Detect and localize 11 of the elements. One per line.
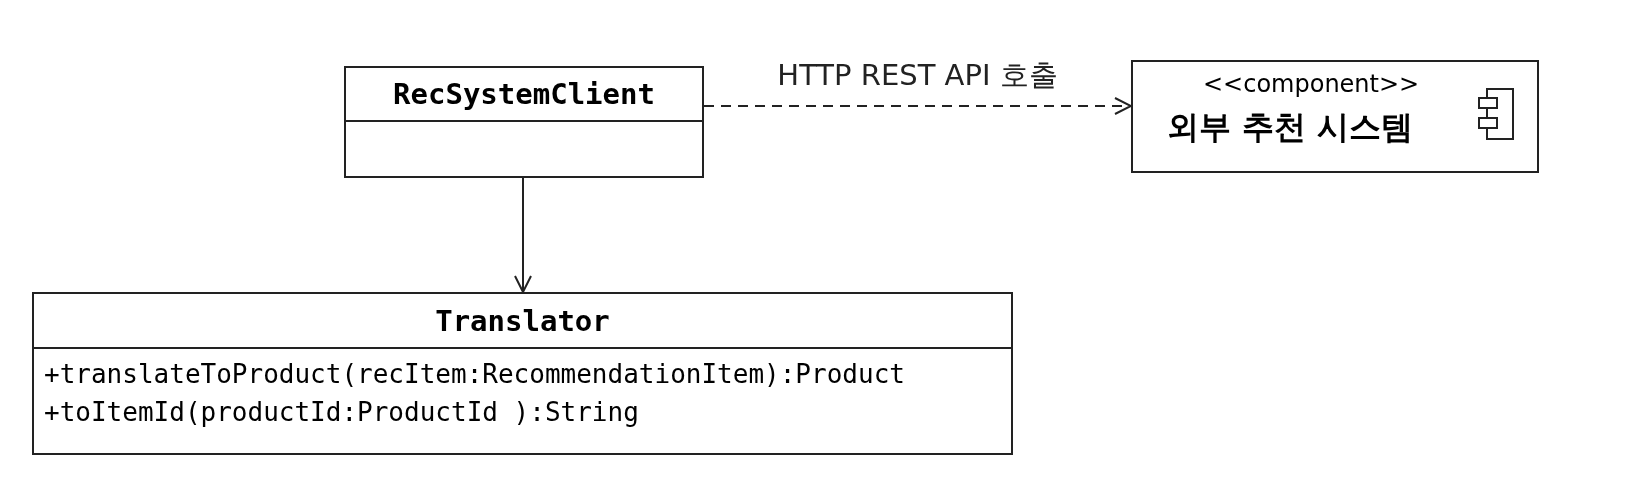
dashed-arrow [703, 97, 1132, 115]
class-name: RecSystemClient [393, 77, 655, 111]
stereotype: <<component>> [1203, 70, 1420, 98]
component-name: 외부 추천 시스템 [1167, 108, 1414, 146]
component-box [1131, 60, 1539, 173]
arrow [514, 177, 532, 293]
method-signature: +translateToProduct(recItem:RecommendationItem):Product [44, 359, 905, 389]
class-box [32, 292, 1013, 455]
method-signature: +toItemId(productId:ProductId ):String [44, 397, 639, 427]
class-name: Translator [435, 303, 610, 338]
class-box [344, 66, 704, 178]
